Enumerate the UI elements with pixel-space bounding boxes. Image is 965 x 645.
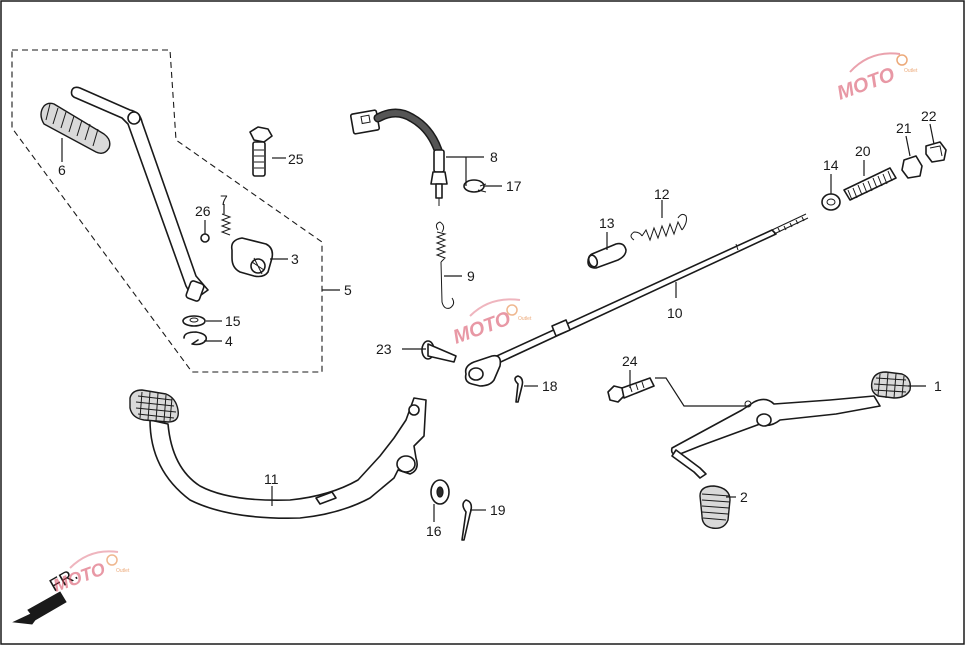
callout-4: 4 bbox=[225, 333, 233, 349]
watermark-text: MOTO bbox=[834, 63, 898, 104]
callout-19: 19 bbox=[490, 502, 506, 518]
callout-16: 16 bbox=[426, 523, 442, 539]
part-16-washer bbox=[430, 479, 450, 505]
part-10-brake-rod bbox=[487, 213, 809, 367]
callout-7: 7 bbox=[220, 192, 228, 208]
callout-5: 5 bbox=[344, 282, 352, 298]
callout-11: 11 bbox=[264, 471, 279, 487]
watermark-subtext-bottom: Outlet bbox=[116, 568, 130, 574]
part-6-grip bbox=[40, 102, 111, 155]
callout-25: 25 bbox=[288, 151, 304, 167]
part-18-cotter-pin bbox=[514, 375, 524, 403]
callout-15: 15 bbox=[225, 313, 241, 329]
part-24-bolt bbox=[607, 377, 655, 403]
watermark-logo-center: MOTO Outlet bbox=[450, 298, 532, 349]
callout-20: 20 bbox=[855, 143, 871, 159]
part-8-switch-cable bbox=[349, 108, 448, 206]
callout-21: 21 bbox=[896, 120, 912, 136]
rod-end-fitting bbox=[464, 354, 502, 387]
watermark-subtext: Outlet bbox=[904, 68, 918, 74]
part-20-spring bbox=[843, 167, 897, 201]
part-15-washer bbox=[182, 315, 206, 327]
callout-9: 9 bbox=[467, 268, 475, 284]
callout-12: 12 bbox=[654, 186, 670, 202]
part-19-cotter-pin bbox=[461, 499, 473, 541]
callout-numbers: 1 2 3 4 5 6 7 8 9 10 11 12 13 14 15 16 1… bbox=[58, 108, 942, 539]
callout-8: 8 bbox=[490, 149, 498, 165]
watermark-logo-top-right: MOTO Outlet bbox=[834, 52, 918, 105]
callout-14: 14 bbox=[823, 157, 839, 173]
callout-18: 18 bbox=[542, 378, 558, 394]
front-direction-arrow bbox=[12, 591, 67, 625]
callout-24: 24 bbox=[622, 353, 638, 369]
part-17-clip bbox=[463, 179, 487, 193]
callout-23: 23 bbox=[376, 341, 392, 357]
part-25-bolt bbox=[249, 126, 273, 177]
callout-10: 10 bbox=[667, 305, 683, 321]
callout-22: 22 bbox=[921, 108, 937, 124]
part-4-clip bbox=[183, 331, 208, 346]
part-13-sleeve bbox=[587, 242, 627, 269]
kick-lever bbox=[70, 86, 209, 302]
watermark-subtext-center: Outlet bbox=[518, 316, 532, 322]
part-22-nut bbox=[925, 141, 947, 163]
watermark-text-bottom: MOTO bbox=[51, 559, 108, 596]
callout-1: 1 bbox=[934, 378, 942, 394]
part-7-spring bbox=[220, 213, 232, 236]
part-14-washer bbox=[821, 193, 841, 211]
callout-17: 17 bbox=[506, 178, 522, 194]
part-9-spring bbox=[435, 221, 455, 309]
leader-lines bbox=[61, 123, 935, 522]
part-3-clamp bbox=[230, 237, 274, 278]
part-26-ball bbox=[200, 233, 210, 243]
callout-6: 6 bbox=[58, 162, 66, 178]
assembly-5-boundary bbox=[11, 49, 323, 373]
callout-2: 2 bbox=[740, 489, 748, 505]
part-11-brake-pedal bbox=[129, 389, 427, 519]
part-1-shift-lever bbox=[670, 371, 912, 479]
part-12-spring bbox=[630, 213, 687, 242]
part-21-nut bbox=[901, 155, 923, 179]
part-2-shift-rubber bbox=[699, 485, 731, 530]
callout-13: 13 bbox=[599, 215, 615, 231]
callout-26: 26 bbox=[195, 203, 211, 219]
watermark-logo-bottom-left: MOTO Outlet bbox=[51, 550, 130, 596]
watermark-text-center: MOTO bbox=[450, 307, 514, 348]
part-23-pin bbox=[421, 340, 457, 363]
callout-3: 3 bbox=[291, 251, 299, 267]
